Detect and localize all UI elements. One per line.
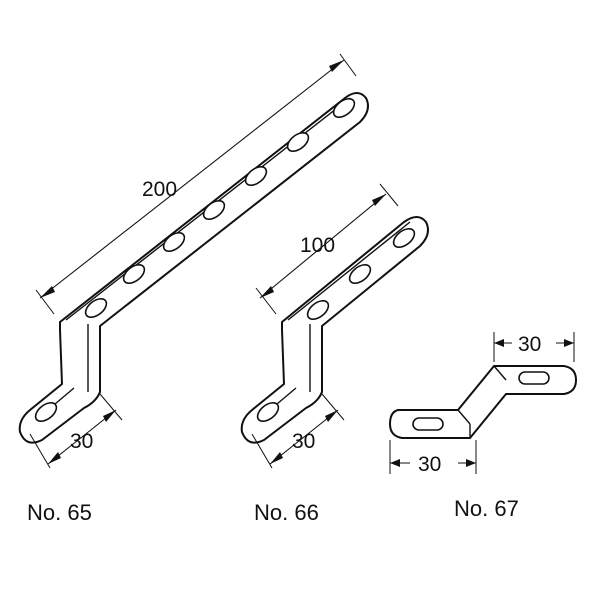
dimension-no66-length-label: 100 <box>300 234 335 257</box>
model-label-no66: No. 66 <box>254 500 319 525</box>
bracket-no66-holes <box>256 227 416 423</box>
bracket-no65 <box>18 92 369 444</box>
bracket-no65-body <box>18 92 369 444</box>
dimension-no66-length <box>255 183 399 315</box>
model-label-no65: No. 65 <box>27 500 92 525</box>
dimension-no67-top-label: 30 <box>518 333 541 356</box>
dimension-no67-bottom-label: 30 <box>418 453 441 476</box>
bracket-no66 <box>240 216 429 444</box>
dimension-no67-bottom <box>389 440 477 474</box>
bracket-no66-body <box>240 216 429 444</box>
bracket-no67-holes <box>412 371 550 431</box>
dimension-no65-length <box>35 53 357 315</box>
dimension-no65-offset <box>29 393 123 469</box>
bracket-no67-edge <box>457 365 507 438</box>
dimension-no66-offset <box>251 393 345 469</box>
dimension-no65-length-label: 200 <box>142 178 177 201</box>
model-label-no67: No. 67 <box>454 496 519 521</box>
bracket-no67 <box>389 365 577 439</box>
dimension-no66-offset-label: 30 <box>292 430 315 453</box>
bracket-no65-holes <box>34 97 356 423</box>
dimension-no67-top <box>493 332 575 362</box>
dimension-no65-offset-label: 30 <box>70 430 93 453</box>
